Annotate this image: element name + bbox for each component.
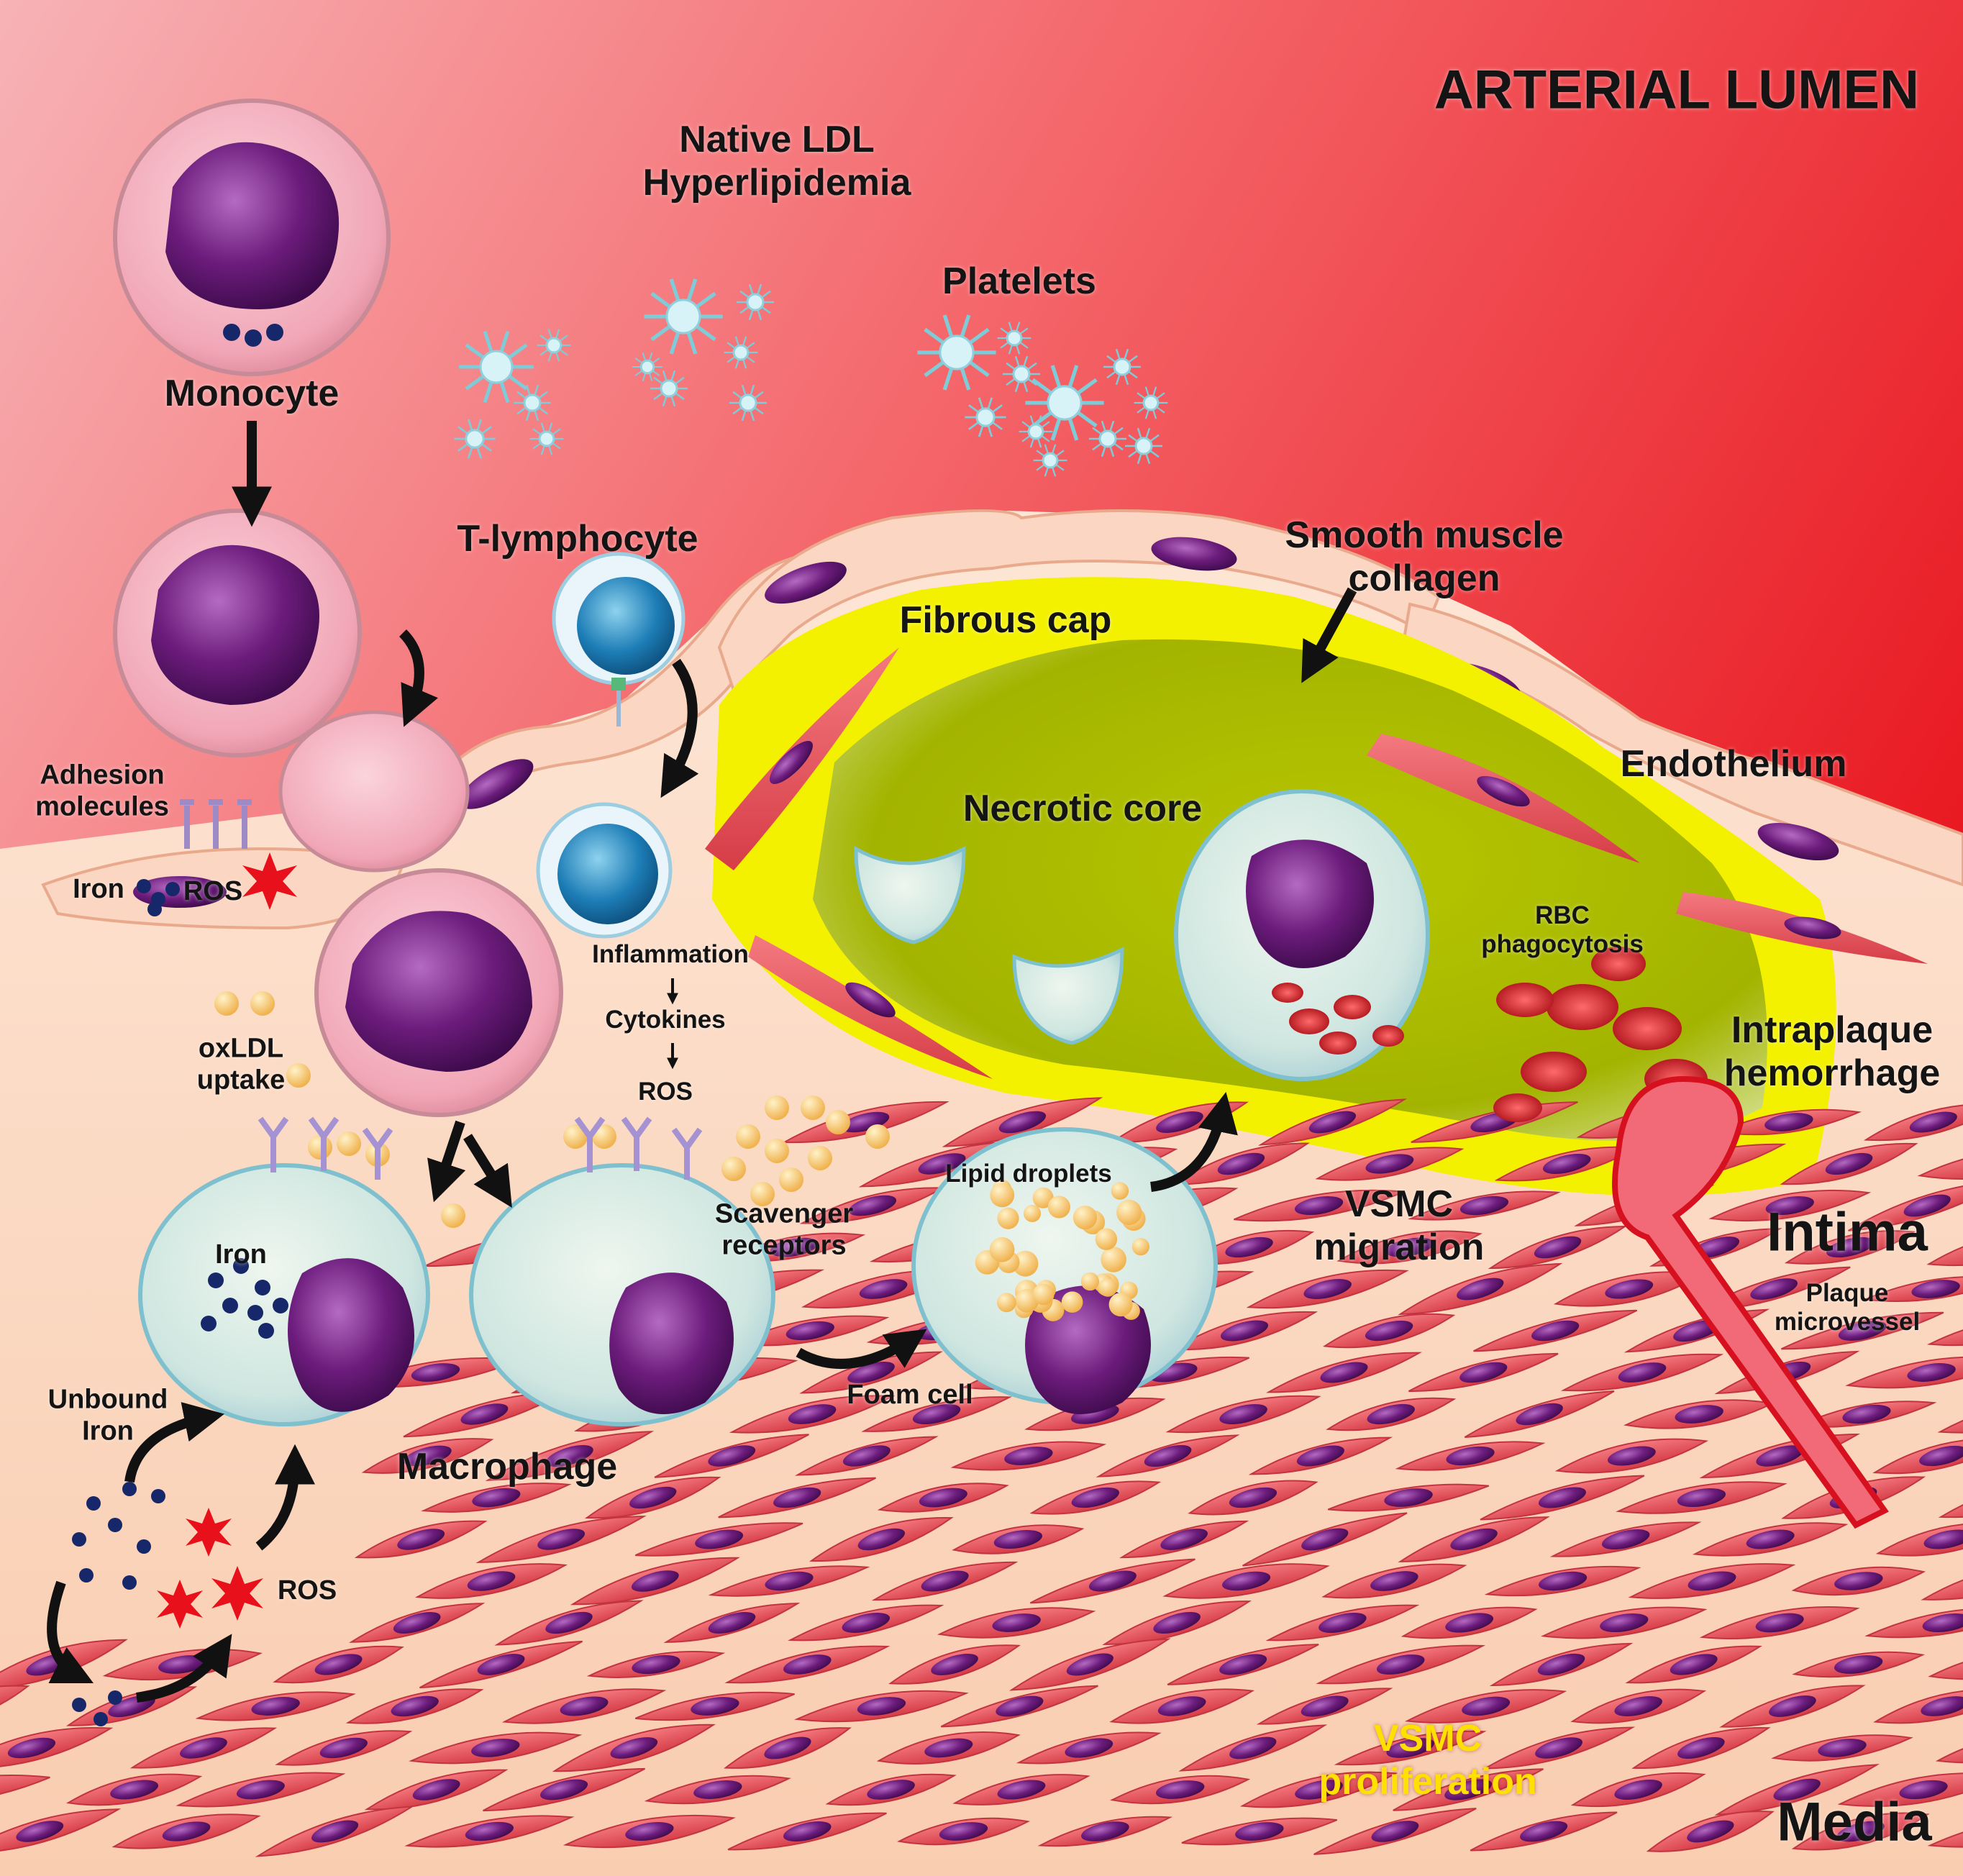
inflammation-label: Inflammation (592, 939, 749, 968)
t-lymphocyte-bottom (536, 802, 673, 939)
platelets-label: Platelets (942, 260, 1096, 303)
scavenger-receptors-label: Scavenger receptors (714, 1198, 854, 1260)
vsmc-migration-label: VSMC migration (1313, 1183, 1485, 1268)
macrophage-iron (138, 1163, 430, 1426)
foam-cell (911, 1127, 1218, 1414)
t-lymphocyte-label: T-lymphocyte (457, 518, 698, 560)
unbound-iron-particles (72, 1482, 165, 1726)
oxldl-particles (214, 991, 890, 1228)
macrophage-iron-label: Iron (215, 1239, 267, 1270)
monocyte-transmigrating (278, 710, 563, 1117)
endothelium-layer (41, 509, 1963, 930)
apoptotic-cell-fragments (854, 845, 1124, 1045)
rbc-phagocytosis-label: RBC phagocytosis (1481, 901, 1644, 958)
vsmc-proliferation-label: VSMC proliferation (1318, 1718, 1537, 1803)
scavenger-receptors (258, 1116, 703, 1180)
tcell-ros-label: ROS (638, 1077, 693, 1106)
necrotic-core-label: Necrotic core (962, 788, 1203, 830)
macrophage-label: Macrophage (396, 1446, 618, 1488)
unbound-iron-label: Unbound Iron (47, 1384, 168, 1446)
necrotic-macrophage (1174, 789, 1430, 1081)
bottom-ros-label: ROS (277, 1575, 337, 1606)
monocyte-label: Monocyte (164, 373, 340, 415)
native-ldl-label: Native LDL Hyperlipidemia (642, 119, 911, 204)
cytokines-label: Cytokines (605, 1005, 726, 1034)
endothelium-label: Endothelium (1620, 743, 1847, 786)
intima-label: Intima (1767, 1201, 1928, 1263)
endothelial-ros (242, 852, 297, 910)
endothelial-iron (137, 879, 180, 916)
monocyte-rolling (113, 509, 362, 757)
adhesion-molecules-label: Adhesion molecules (35, 760, 169, 821)
endothelial-iron-label: Iron (73, 874, 124, 905)
plaque-microvessel-label: Plaque microvessel (1774, 1278, 1921, 1336)
t-lymphocyte-top (552, 552, 686, 727)
cap-smc-cells (705, 647, 1928, 1079)
foam-cell-label: Foam cell (847, 1380, 973, 1411)
lipid-droplets-label: Lipid droplets (945, 1159, 1112, 1188)
adhesion-molecules (180, 799, 252, 849)
ros-particles (157, 1508, 263, 1629)
intraplaque-hemorrhage-label: Intraplaque hemorrhage (1723, 1009, 1941, 1094)
platelets-cluster (454, 278, 1168, 477)
smooth-muscle-label: Smooth muscle collagen (1285, 514, 1564, 599)
macrophage-scavenger (469, 1163, 775, 1426)
endothelial-ros-label: ROS (183, 876, 243, 907)
fibrous-cap-label: Fibrous cap (899, 599, 1112, 642)
oxldl-uptake-label: oxLDL uptake (196, 1033, 286, 1095)
plaque-microvessel (1612, 1075, 1889, 1529)
monocyte-top (113, 99, 391, 376)
process-arrows (47, 421, 1357, 1703)
media-label: Media (1777, 1791, 1932, 1853)
arterial-lumen-label: ARTERIAL LUMEN (1434, 59, 1919, 121)
